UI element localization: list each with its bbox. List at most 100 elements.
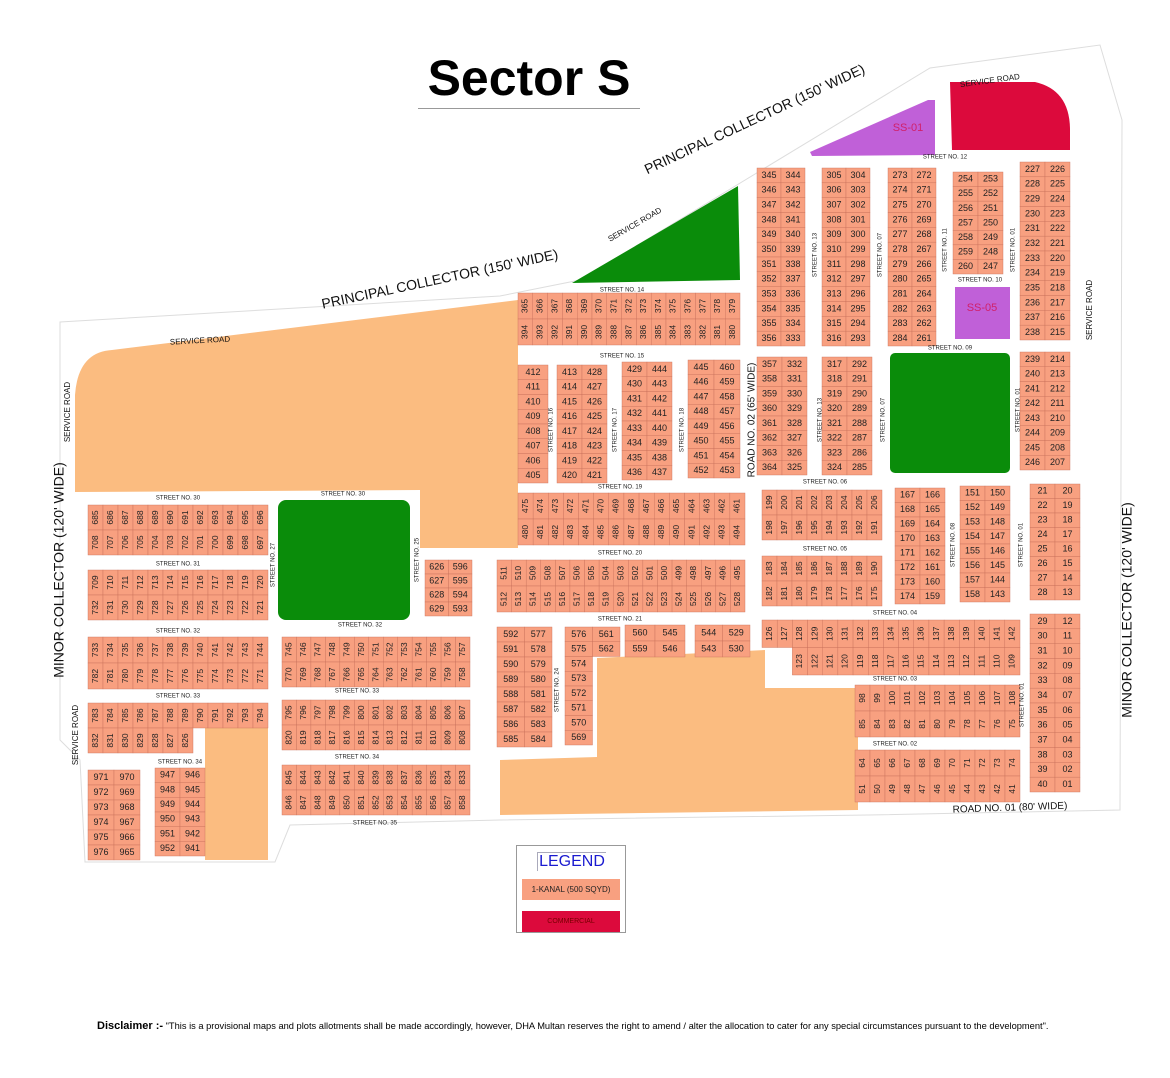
plot-number: 969 [119, 787, 134, 797]
plot-number: 511 [499, 566, 509, 580]
plot-block [756, 167, 806, 347]
plot-number: 170 [900, 533, 915, 543]
plot-number: 711 [120, 575, 130, 589]
plot-number: 975 [93, 832, 108, 842]
plot-number: 775 [195, 669, 205, 683]
amenity-label: SS-05 [967, 302, 998, 314]
plot-number: 729 [135, 600, 145, 614]
plot-number: 415 [562, 396, 577, 406]
plot-number: 150 [990, 488, 1005, 498]
plot [1054, 776, 1081, 793]
plot-number: 486 [611, 525, 621, 539]
plot-number: 313 [826, 288, 841, 298]
plot-number: 384 [668, 325, 678, 339]
plot-number: 241 [1025, 383, 1040, 393]
plot-number: 417 [562, 426, 577, 436]
street-label: STREET NO. 15 [600, 354, 645, 360]
plot-number: 46 [932, 784, 942, 794]
plot-number: 831 [105, 733, 115, 747]
plot-number: 339 [785, 244, 800, 254]
plot-number: 161 [925, 562, 940, 572]
plot-number: 469 [611, 499, 621, 513]
plot-number: 497 [703, 566, 713, 580]
plot-number: 592 [503, 629, 518, 639]
plot-number: 530 [729, 643, 744, 653]
plot-number: 67 [902, 758, 912, 768]
plot-number: 768 [312, 667, 322, 681]
plot-number: 839 [370, 770, 380, 784]
plot-number: 326 [787, 447, 802, 457]
plot-number: 496 [717, 566, 727, 580]
plot-number: 285 [852, 462, 867, 472]
road-label: MINOR COLLECTOR (120' WIDE) [51, 462, 67, 678]
plot-number: 70 [947, 758, 957, 768]
plot-number: 362 [762, 433, 777, 443]
plot-number: 513 [513, 592, 523, 606]
plot-number: 177 [839, 586, 849, 600]
plot-number: 264 [916, 288, 931, 298]
plot-number: 24 [1037, 529, 1047, 539]
plot-number: 263 [916, 303, 931, 313]
legend-item-1-kanal: 1-KANAL (500 SQYD) [522, 879, 620, 900]
plot-number: 292 [852, 359, 867, 369]
plot-number: 123 [794, 654, 804, 668]
plot-number: 813 [385, 730, 395, 744]
plot-number: 325 [787, 462, 802, 472]
plot-number: 25 [1037, 544, 1047, 554]
plot-block [87, 702, 269, 754]
plot-number: 271 [916, 185, 931, 195]
plot-number: 148 [990, 517, 1005, 527]
plot-number: 438 [652, 452, 667, 462]
plot-number: 320 [827, 403, 842, 413]
plot-number: 06 [1062, 705, 1072, 715]
plot-number: 103 [932, 691, 942, 705]
plot-number: 259 [958, 247, 973, 257]
plot-number: 690 [165, 510, 175, 524]
plot-number: 168 [900, 504, 915, 514]
plot-block [281, 764, 471, 816]
plot-number: 687 [120, 510, 130, 524]
plot-number: 270 [916, 199, 931, 209]
plot-block [854, 749, 1021, 803]
plot-block [564, 626, 621, 746]
plot-number: 391 [564, 325, 574, 339]
plot-number: 828 [150, 733, 160, 747]
plot-number: 206 [869, 495, 879, 509]
plot-number: 80 [932, 719, 942, 729]
plot-number: 64 [857, 758, 867, 768]
plot-number: 156 [965, 560, 980, 570]
plot-block [1019, 161, 1071, 341]
plot-number: 347 [761, 199, 776, 209]
plot-number: 628 [429, 589, 444, 599]
plot-number: 453 [719, 465, 734, 475]
plot-number: 280 [892, 274, 907, 284]
road-label: SERVICE ROAD [1085, 280, 1094, 341]
plot-number: 698 [240, 535, 250, 549]
plot-number: 23 [1037, 515, 1047, 525]
street-label: STREET NO. 31 [156, 562, 201, 568]
plot-number: 128 [794, 626, 804, 640]
plot-number: 308 [826, 214, 841, 224]
plot-number: 175 [869, 586, 879, 600]
plot-number: 517 [571, 592, 581, 606]
plot-number: 748 [327, 642, 337, 656]
street-label: STREET NO. 17 [613, 407, 619, 452]
plot-number: 455 [719, 436, 734, 446]
plot-number: 209 [1050, 428, 1065, 438]
plot-number: 74 [1007, 758, 1017, 768]
plot-number: 12 [1062, 616, 1072, 626]
plot-number: 753 [399, 642, 409, 656]
plot [455, 661, 471, 688]
plot-number: 457 [719, 406, 734, 416]
plot-number: 47 [917, 784, 927, 794]
plot-number: 835 [428, 770, 438, 784]
plot-number: 840 [356, 770, 366, 784]
plot-number: 484 [580, 525, 590, 539]
plot-number: 232 [1025, 238, 1040, 248]
plot-number: 976 [93, 847, 108, 857]
plot-number: 526 [703, 592, 713, 606]
plot-number: 319 [827, 388, 842, 398]
plot-number: 456 [719, 421, 734, 431]
plot-number: 180 [794, 586, 804, 600]
plot-number: 302 [850, 199, 865, 209]
